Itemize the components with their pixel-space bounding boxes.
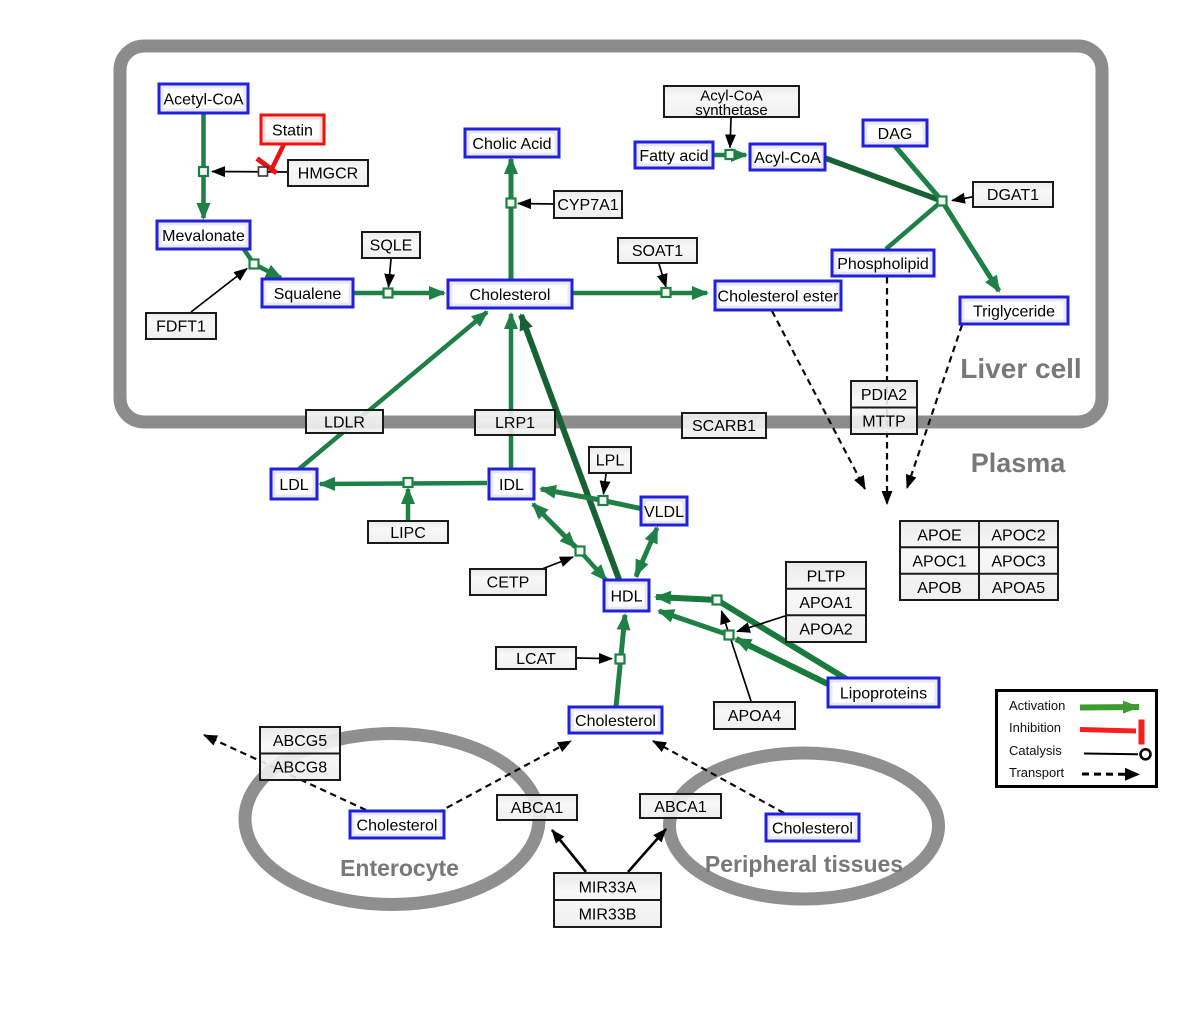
svg-text:Mevalonate: Mevalonate <box>162 228 245 245</box>
svg-text:SQLE: SQLE <box>370 238 413 255</box>
svg-text:Catalysis: Catalysis <box>1009 743 1062 758</box>
svg-text:Cholesterol: Cholesterol <box>470 287 551 304</box>
svg-text:SOAT1: SOAT1 <box>632 243 683 260</box>
svg-text:Enterocyte: Enterocyte <box>340 855 459 881</box>
svg-text:LPL: LPL <box>596 453 625 470</box>
svg-text:MTTP: MTTP <box>862 414 906 431</box>
svg-text:ABCG5: ABCG5 <box>273 733 327 750</box>
svg-text:APOB: APOB <box>917 580 961 597</box>
svg-text:APOC2: APOC2 <box>991 528 1045 545</box>
svg-text:APOE: APOE <box>917 528 961 545</box>
svg-text:APOC3: APOC3 <box>991 554 1045 571</box>
svg-text:Inhibition: Inhibition <box>1009 720 1061 735</box>
svg-text:LCAT: LCAT <box>516 651 556 668</box>
svg-text:CYP7A1: CYP7A1 <box>557 197 618 214</box>
svg-text:Fatty acid: Fatty acid <box>639 148 708 165</box>
svg-text:Peripheral tissues: Peripheral tissues <box>705 851 903 877</box>
svg-text:Transport: Transport <box>1009 765 1065 780</box>
svg-text:DAG: DAG <box>878 126 913 143</box>
svg-text:Cholesterol ester: Cholesterol ester <box>718 289 840 306</box>
svg-text:LIPC: LIPC <box>390 525 426 542</box>
svg-text:ABCA1: ABCA1 <box>654 799 707 816</box>
svg-text:FDFT1: FDFT1 <box>156 319 206 336</box>
svg-text:CETP: CETP <box>487 575 530 592</box>
svg-text:SCARB1: SCARB1 <box>692 418 756 435</box>
svg-text:APOC1: APOC1 <box>912 554 966 571</box>
svg-text:Cholic Acid: Cholic Acid <box>472 136 551 153</box>
svg-text:Cholesterol: Cholesterol <box>575 713 656 730</box>
svg-text:IDL: IDL <box>499 477 524 494</box>
svg-text:Liver cell: Liver cell <box>960 353 1081 384</box>
svg-text:APOA2: APOA2 <box>799 622 852 639</box>
svg-text:HMGCR: HMGCR <box>298 166 358 183</box>
svg-text:VLDL: VLDL <box>644 504 684 521</box>
svg-text:Acetyl-CoA: Acetyl-CoA <box>163 92 243 109</box>
svg-text:Phospholipid: Phospholipid <box>837 256 929 273</box>
svg-text:PDIA2: PDIA2 <box>861 387 907 404</box>
svg-text:APOA1: APOA1 <box>799 595 852 612</box>
svg-text:Plasma: Plasma <box>971 448 1067 478</box>
svg-text:APOA5: APOA5 <box>992 580 1045 597</box>
svg-text:LDLR: LDLR <box>324 415 365 432</box>
svg-text:Squalene: Squalene <box>274 286 342 303</box>
svg-text:Acyl-CoA: Acyl-CoA <box>700 88 763 105</box>
svg-text:LDL: LDL <box>279 477 308 494</box>
svg-text:LRP1: LRP1 <box>495 415 535 432</box>
svg-text:APOA4: APOA4 <box>728 708 781 725</box>
svg-text:Statin: Statin <box>272 123 313 140</box>
svg-text:Cholesterol: Cholesterol <box>357 818 438 835</box>
svg-text:Cholesterol: Cholesterol <box>772 821 853 838</box>
svg-text:HDL: HDL <box>610 589 642 606</box>
svg-text:synthetase: synthetase <box>695 102 768 119</box>
svg-text:MIR33B: MIR33B <box>579 907 637 924</box>
svg-text:MIR33A: MIR33A <box>579 880 637 897</box>
svg-text:Activation: Activation <box>1009 698 1065 713</box>
svg-text:Lipoproteins: Lipoproteins <box>840 686 927 703</box>
svg-text:Triglyceride: Triglyceride <box>973 304 1055 321</box>
svg-text:Acyl-CoA: Acyl-CoA <box>754 150 821 167</box>
svg-text:DGAT1: DGAT1 <box>987 187 1039 204</box>
svg-text:ABCG8: ABCG8 <box>273 760 327 777</box>
svg-text:PLTP: PLTP <box>807 569 846 586</box>
svg-text:ABCA1: ABCA1 <box>511 800 564 817</box>
